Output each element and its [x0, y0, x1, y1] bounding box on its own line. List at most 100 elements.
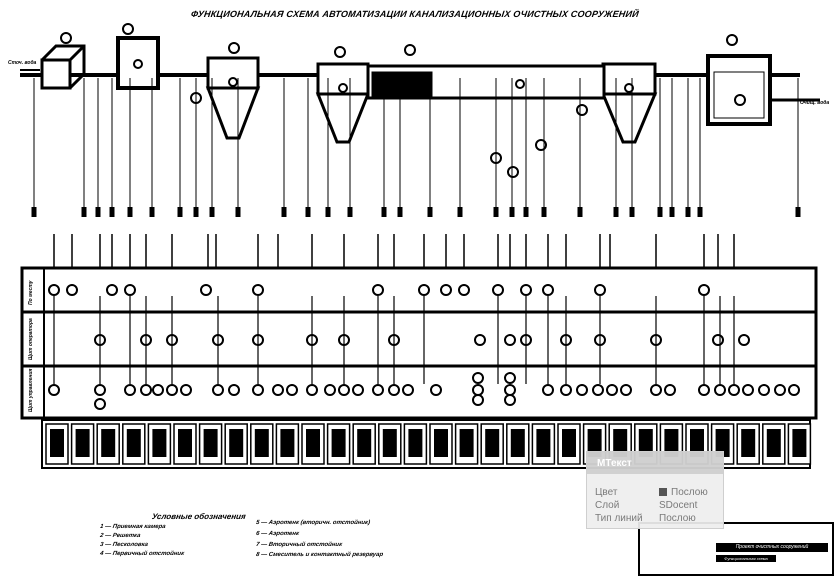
legend-item: 5 — Аэротенк (вторичн. отстойник) [255, 520, 371, 526]
control-instrument [94, 398, 106, 410]
receiving-chamber-edge [68, 44, 86, 62]
local-instrument [520, 284, 532, 296]
control-instrument [742, 384, 754, 396]
tooltip-key: Цвет [595, 487, 618, 498]
signal-tick [523, 207, 529, 217]
drawing-title: ФУНКЦИОНАЛЬНАЯ СХЕМА АВТОМАТИЗАЦИИ КАНАЛ… [190, 9, 640, 19]
signal-tick [193, 207, 199, 217]
terminal-block [254, 429, 269, 457]
terminal-block [280, 429, 295, 457]
terminal-block [792, 429, 807, 457]
signal-tick [177, 207, 183, 217]
tooltip-key: Слой [595, 500, 620, 511]
aeration-fill [371, 71, 433, 97]
control-instrument [352, 384, 364, 396]
control-instrument [430, 384, 442, 396]
receiving-chamber [40, 58, 72, 90]
aeration-symbol [515, 79, 525, 89]
secondary-settler-symbol [624, 83, 634, 93]
row-label-local: По месту [28, 280, 34, 305]
row-label-control: Щит управления [28, 368, 34, 412]
grit-chamber-cone [205, 86, 261, 140]
control-instrument [472, 372, 484, 384]
control-instrument [152, 384, 164, 396]
contact-reservoir-water [713, 71, 765, 119]
signal-tick [697, 207, 703, 217]
top-instrument [726, 34, 738, 46]
row-label-operator: Щит оператора [28, 318, 34, 360]
local-instrument [594, 284, 606, 296]
top-instrument [60, 32, 72, 44]
control-instrument [560, 384, 572, 396]
screen-symbol [133, 59, 143, 69]
legend-item: 4 — Первичный отстойник [99, 551, 185, 557]
signal-tick [397, 207, 403, 217]
signal-tick [347, 207, 353, 217]
legend-item: 6 — Аэротенк [255, 531, 300, 537]
tooltip-row-linetype: Тип линий Послою [587, 512, 723, 525]
legend-item: 3 — Песколовка [99, 542, 149, 548]
signal-tick [509, 207, 515, 217]
control-instrument [504, 372, 516, 384]
signal-tick [109, 207, 115, 217]
legend-title: Условные обозначения [151, 512, 247, 521]
local-instrument [200, 284, 212, 296]
local-instrument [48, 284, 60, 296]
tooltip-header: МТекст [587, 452, 723, 474]
terminal-block [229, 429, 244, 457]
terminal-block [382, 429, 397, 457]
legend-item: 2 — Решетка [99, 533, 141, 539]
local-instrument [252, 284, 264, 296]
signal-tick [149, 207, 155, 217]
primary-settler-cone [315, 92, 371, 144]
grit-chamber-symbol [228, 77, 238, 87]
terminal-block [152, 429, 167, 457]
operator-instrument [712, 334, 724, 346]
tooltip-value: Послою [659, 513, 696, 524]
top-instrument [122, 23, 134, 35]
signal-tick [795, 207, 801, 217]
legend-item: 7 — Вторичный отстойник [255, 542, 343, 548]
control-instrument [48, 384, 60, 396]
signal-tick [629, 207, 635, 217]
terminal-block [459, 429, 474, 457]
local-instrument [372, 284, 384, 296]
tooltip-value: Послою [671, 487, 708, 498]
operator-instrument [504, 334, 516, 346]
top-instrument [334, 46, 346, 58]
tooltip-row-layer: Слой SDocent [587, 499, 723, 512]
primary-settler-symbol [338, 83, 348, 93]
operator-instrument [738, 334, 750, 346]
local-instrument [66, 284, 78, 296]
tooltip-value: SDocent [659, 500, 698, 511]
terminal-block [741, 429, 756, 457]
signal-tick [613, 207, 619, 217]
signal-tick [235, 207, 241, 217]
local-instrument [542, 284, 554, 296]
screen-unit [116, 36, 160, 90]
terminal-block [408, 429, 423, 457]
top-instrument [576, 104, 588, 116]
control-instrument [252, 384, 264, 396]
signal-tick [685, 207, 691, 217]
terminal-block [178, 429, 192, 457]
terminal-block [101, 429, 116, 457]
control-instrument [94, 384, 106, 396]
grit-chamber [206, 56, 260, 90]
control-instrument [212, 384, 224, 396]
control-instrument [272, 384, 284, 396]
color-swatch-icon [659, 488, 667, 496]
signal-tick [381, 207, 387, 217]
property-tooltip: МТекст Цвет Послою Слой SDocent Тип лини… [586, 451, 724, 529]
signal-tick [281, 207, 287, 217]
control-instrument [788, 384, 800, 396]
control-instrument [542, 384, 554, 396]
terminal-block [357, 429, 372, 457]
signal-tick [95, 207, 101, 217]
signal-tick [657, 207, 663, 217]
control-instrument [306, 384, 318, 396]
top-instrument [404, 44, 416, 56]
control-instrument [472, 394, 484, 406]
control-instrument [228, 384, 240, 396]
